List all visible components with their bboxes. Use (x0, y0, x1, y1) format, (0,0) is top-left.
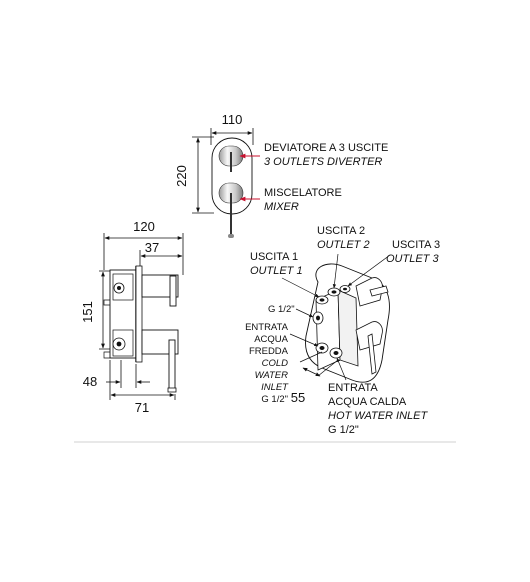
mixer-knob (218, 182, 244, 238)
side-offset-dimension: 48 (83, 360, 150, 389)
mixer-label-it: MISCELATORE (264, 187, 342, 199)
outlet2-label-en: OUTLET 2 (317, 239, 370, 251)
cold-label-en-2: WATER (255, 370, 289, 381)
hot-label-it-2: ACQUA CALDA (328, 396, 407, 408)
outlet1-label-it: USCITA 1 (250, 251, 298, 263)
side-height-label: 151 (80, 301, 95, 323)
front-view: 110 220 DEVIATORE A 3 USCITE 3 OUTLETS D… (174, 112, 388, 238)
iso-side-port (312, 311, 324, 325)
iso-diverter-handle (355, 277, 389, 307)
side-view: 120 37 151 (80, 219, 184, 415)
side-depth-label: 37 (145, 240, 159, 255)
side-depth-dimension: 37 (139, 240, 183, 268)
thread-label: G 1/2" (268, 304, 295, 315)
cold-label-it-3: FREDDA (249, 346, 289, 357)
mixer-label-en: MIXER (264, 201, 299, 213)
diverter-label-en: 3 OUTLETS DIVERTER (264, 156, 382, 168)
iso-outlet-2 (327, 287, 341, 297)
iso-hot-inlet (329, 347, 343, 359)
side-body-dimension: 71 (109, 360, 176, 415)
isometric-view: 55 USCITA 1 OUTLET 1 USCITA 2 OUTLET 2 U… (245, 225, 440, 436)
outlet1-label-en: OUTLET 1 (250, 265, 303, 277)
iso-cold-inlet (315, 342, 329, 354)
side-diverter-handle (141, 274, 179, 307)
side-body-label: 71 (135, 400, 149, 415)
cold-label-it-2: ACQUA (254, 334, 288, 345)
cold-label-en-3: INLET (261, 382, 289, 393)
hot-thread-label: G 1/2" (328, 424, 359, 436)
iso-outlet-3 (339, 285, 351, 293)
side-mixer-handle (141, 329, 179, 393)
outlet3-label-en: OUTLET 3 (386, 253, 439, 265)
hot-label-it-1: ENTRATA (328, 382, 378, 394)
iso-outlet-1 (315, 295, 329, 305)
cold-thread-label: G 1/2" (261, 394, 288, 405)
iso-mixer-handle (355, 321, 383, 375)
side-plate (135, 265, 143, 363)
cold-label-en-1: COLD (262, 358, 289, 369)
outlet2-label-it: USCITA 2 (317, 225, 365, 237)
valve-body (103, 266, 137, 362)
iso-spacing-dimension: 55 (291, 351, 339, 405)
side-width-dimension: 120 (103, 219, 184, 275)
side-width-label: 120 (133, 219, 155, 234)
front-height-label: 220 (174, 165, 189, 187)
front-width-label: 110 (222, 112, 243, 127)
outlet3-label-it: USCITA 3 (392, 239, 440, 251)
iso-spacing-label: 55 (291, 390, 305, 405)
diverter-label-it: DEVIATORE A 3 USCITE (264, 142, 388, 154)
side-offset-label: 48 (83, 374, 97, 389)
cold-label-it-1: ENTRATA (245, 322, 289, 333)
front-width-dimension: 110 (210, 112, 254, 145)
front-height-dimension: 220 (174, 136, 214, 214)
hot-label-en: HOT WATER INLET (328, 410, 428, 422)
side-height-dimension: 151 (80, 270, 116, 350)
